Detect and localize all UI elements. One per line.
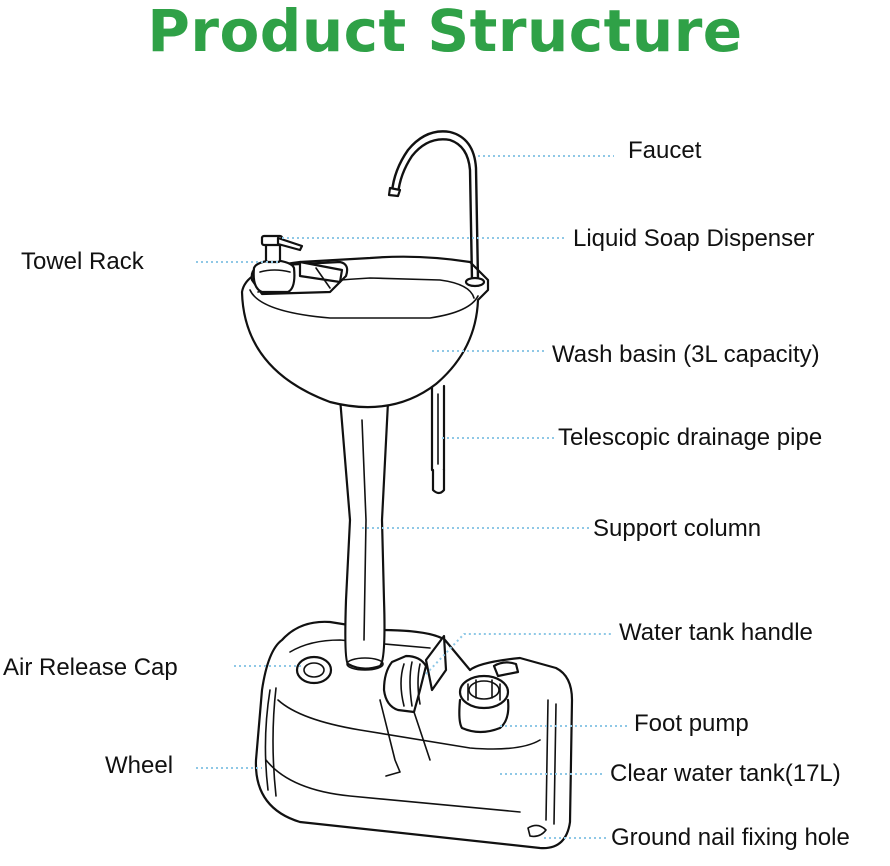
telescopic-drainage-pipe-drawing — [430, 384, 446, 495]
page-title: Product Structure — [147, 0, 743, 65]
label-clear-water-tank: Clear water tank(17L) — [610, 760, 841, 787]
label-air-release-cap: Air Release Cap — [3, 654, 178, 681]
foot-pump-drawing — [458, 661, 520, 734]
label-towel-rack: Towel Rack — [21, 248, 144, 275]
water-tank-handle-drawing — [382, 634, 448, 714]
water-tank-drawing — [254, 620, 574, 850]
label-support-column: Support column — [593, 515, 762, 542]
label-wheel: Wheel — [105, 752, 174, 779]
leader-water-tank-handle — [425, 633, 612, 675]
label-faucet: Faucet — [628, 137, 702, 164]
label-foot-pump: Foot pump — [634, 710, 749, 737]
label-liquid-soap-dispenser: Liquid Soap Dispenser — [573, 225, 815, 252]
leader-lines — [196, 155, 630, 839]
air-release-cap-drawing — [295, 655, 333, 685]
label-ground-nail-fixing-hole: Ground nail fixing hole — [611, 824, 850, 851]
label-wash-basin: Wash basin (3L capacity) — [552, 341, 820, 368]
faucet-drawing — [387, 130, 486, 288]
label-telescopic-drainage-pipe: Telescopic drainage pipe — [558, 424, 823, 451]
support-column-drawing — [338, 396, 390, 671]
wash-basin-drawing — [240, 234, 490, 409]
label-water-tank-handle: Water tank handle — [619, 619, 813, 646]
